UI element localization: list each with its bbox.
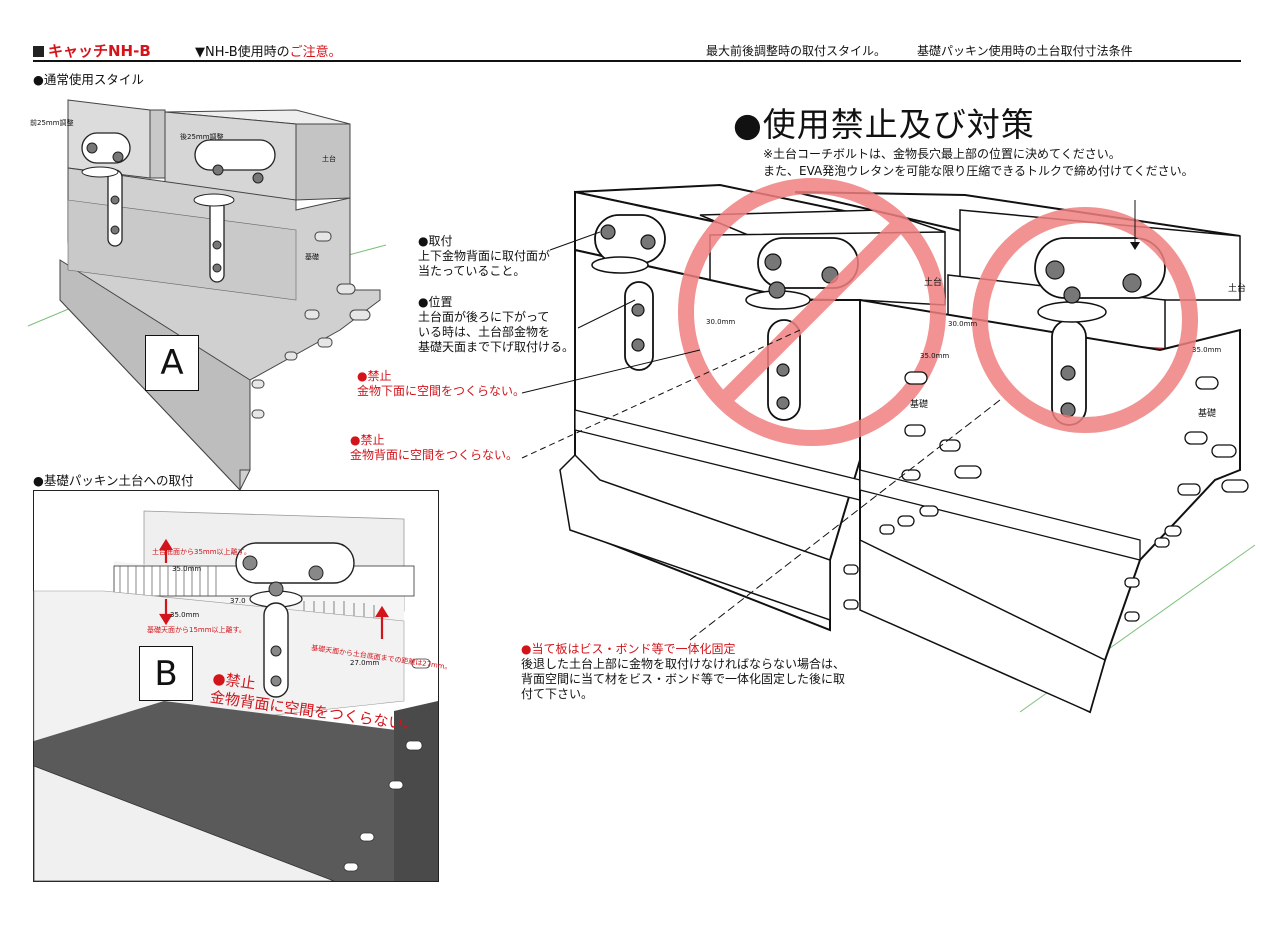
badge-b: B bbox=[139, 646, 193, 701]
dim-bottom-note: 基礎天面から15mm以上離す。 bbox=[147, 626, 246, 634]
callout-ban-1-text: 金物下面に空間をつくらない。 bbox=[357, 384, 526, 398]
main-dim-4: 35.0mm bbox=[1192, 346, 1222, 354]
label-dodai-a: 土台 bbox=[322, 155, 336, 163]
label-kiso-a: 基礎 bbox=[305, 253, 319, 261]
main-label-dodai-1: 土台 bbox=[924, 278, 943, 288]
callout-ban-2-text: 金物背面に空間をつくらない。 bbox=[350, 448, 519, 462]
dim-top: 35.0mm bbox=[172, 565, 202, 573]
notice-prefix: ▼NH-B使用時の bbox=[195, 45, 290, 60]
header-caption-2: 基礎パッキン使用時の土台取付寸法条件 bbox=[917, 44, 1133, 58]
callout-mount: ●取付 上下金物背面に取付面が 当たっていること。 bbox=[418, 234, 550, 279]
notice: ▼NH-B使用時のご注意。 bbox=[195, 41, 342, 60]
callout-mount-line-1: 上下金物背面に取付面が bbox=[418, 249, 551, 263]
callout-position-line-3: 基礎天面まで下げ取付ける。 bbox=[418, 340, 575, 354]
dim-mid: 37.0 bbox=[230, 597, 246, 605]
badge-a: A bbox=[145, 335, 199, 391]
callout-position-line-1: 土台面が後ろに下がって bbox=[418, 310, 550, 324]
section-b-title: ●基礎パッキン土台への取付 bbox=[33, 473, 194, 488]
notice-caution: ご注意。 bbox=[289, 45, 342, 60]
dim-top-note: 土台底面から35mm以上離す。 bbox=[152, 548, 251, 556]
square-bullet-icon bbox=[33, 46, 44, 57]
callout-ban-1: ●禁止 金物下面に空間をつくらない。 bbox=[357, 369, 525, 399]
brand-title: キャッチNH-B bbox=[33, 40, 151, 61]
callout-ban-1-title: ●禁止 bbox=[357, 369, 392, 383]
callout-ban-2-title: ●禁止 bbox=[350, 433, 385, 447]
callout-plate-line-3: 付て下さい。 bbox=[521, 687, 594, 701]
callout-plate-line-2: 背面空間に当て材をビス・ボンド等で一体化固定した後に取 bbox=[521, 672, 846, 686]
main-label-kiso-1: 基礎 bbox=[910, 400, 929, 410]
callout-mount-line-2: 当たっていること。 bbox=[418, 264, 526, 278]
main-dim-2: 35.0mm bbox=[920, 352, 950, 360]
section-a-title: ●通常使用スタイル bbox=[33, 72, 144, 87]
illustration-b bbox=[33, 491, 438, 882]
dim-right: 27.0mm bbox=[350, 659, 380, 667]
callout-position: ●位置 土台面が後ろに下がって いる時は、土台部金物を 基礎天面まで下げ取付ける… bbox=[418, 295, 574, 355]
main-title: ●使用禁止及び対策 bbox=[733, 105, 1035, 144]
callout-position-title: ●位置 bbox=[418, 295, 453, 309]
callout-ban-2: ●禁止 金物背面に空間をつくらない。 bbox=[350, 433, 518, 463]
callout-plate-line-1: 後退した土台上部に金物を取付けなければならない場合は、 bbox=[521, 657, 846, 671]
header-rule bbox=[33, 60, 1241, 62]
main-dim-1: 30.0mm bbox=[706, 318, 736, 326]
callout-plate: ●当て板はビス・ボンド等で一体化固定 後退した土台上部に金物を取付けなければなら… bbox=[521, 642, 845, 702]
main-label-kiso-2: 基礎 bbox=[1198, 409, 1217, 419]
main-note-2: また、EVA発泡ウレタンを可能な限り圧縮できるトルクで締め付けてください。 bbox=[763, 164, 1194, 178]
label-back-adjust: 後25mm調整 bbox=[180, 133, 224, 141]
callout-position-line-2: いる時は、土台部金物を bbox=[418, 325, 551, 339]
main-note-1: ※土台コーチボルトは、金物長穴最上部の位置に決めてください。 bbox=[763, 147, 1121, 161]
main-label-dodai-2: 土台 bbox=[1228, 284, 1247, 294]
label-front-adjust: 前25mm調整 bbox=[30, 119, 74, 127]
header-caption-1: 最大前後調整時の取付スタイル。 bbox=[706, 44, 887, 58]
callout-mount-title: ●取付 bbox=[418, 234, 453, 248]
dim-bottom: 35.0mm bbox=[170, 611, 200, 619]
illustration-b-frame: 土台底面から35mm以上離す。 35.0mm 37.0 35.0mm 基礎天面か… bbox=[33, 490, 452, 882]
main-dim-3: 30.0mm bbox=[948, 320, 978, 328]
callout-plate-title: ●当て板はビス・ボンド等で一体化固定 bbox=[521, 642, 736, 656]
brand-name: キャッチNH-B bbox=[48, 42, 151, 60]
